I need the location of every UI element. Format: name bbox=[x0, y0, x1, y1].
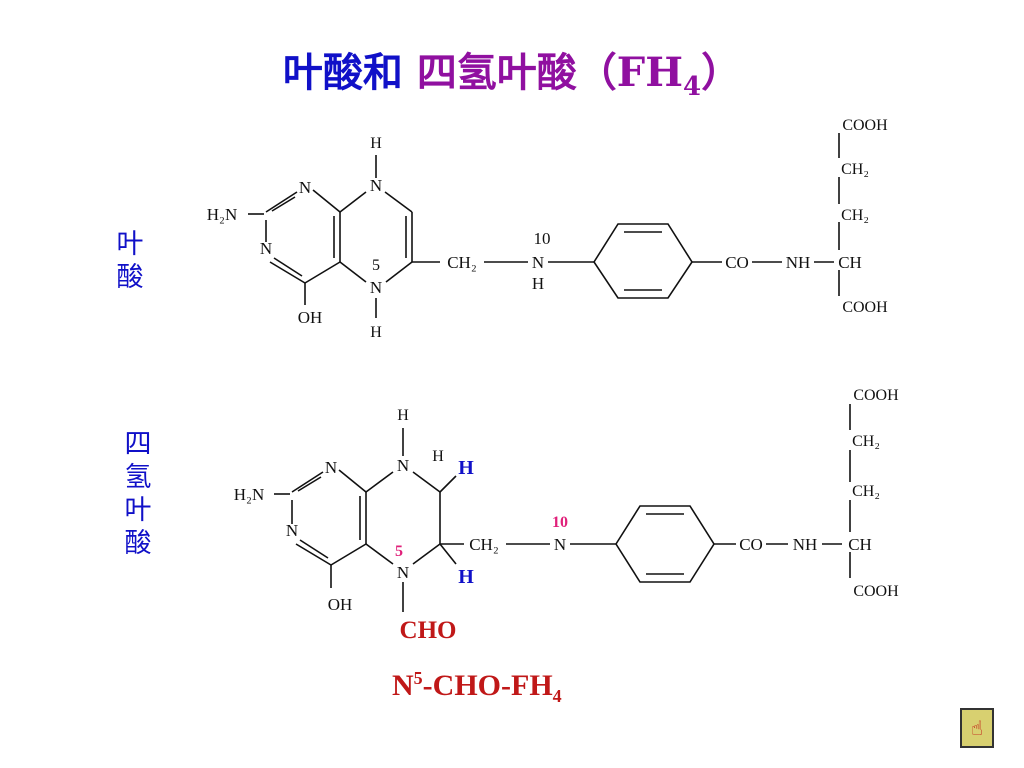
title-part-thf: 四氢叶酸（FH bbox=[416, 49, 684, 96]
atom-n5: N bbox=[370, 278, 382, 297]
group-cooh: COOH bbox=[842, 117, 888, 134]
thf-label-char: 叶 bbox=[124, 495, 152, 526]
group-cho: CHO bbox=[400, 617, 457, 644]
group-nh: NH bbox=[786, 253, 811, 272]
thf-atoms: H N H H N H₂N N 5 N 10 CH₂ N H OH CHO CO… bbox=[234, 387, 899, 644]
thf-label-char: 酸 bbox=[124, 528, 152, 559]
atom-n: N bbox=[286, 521, 298, 540]
group-ch2: CH₂ bbox=[447, 253, 477, 272]
n5-cho-fh4-formula: N5-CHO-FH4 bbox=[392, 668, 562, 707]
hand-pointer-glyph: ☝ bbox=[970, 716, 984, 740]
folic-acid-label: 叶 酸 bbox=[110, 228, 150, 294]
atom-n: N bbox=[260, 239, 272, 258]
group-co: CO bbox=[725, 253, 749, 272]
atom-n: N bbox=[397, 456, 409, 475]
atom-h: H bbox=[370, 324, 382, 341]
thf-bonds bbox=[274, 404, 851, 612]
atom-h-highlight: H bbox=[458, 457, 474, 479]
atom-h: H bbox=[432, 448, 444, 465]
atom-n10: N bbox=[532, 253, 544, 272]
group-ch: CH bbox=[838, 253, 862, 272]
group-ch2: CH₂ bbox=[852, 483, 880, 500]
atom-n10: N bbox=[554, 535, 566, 554]
folic-acid-bonds bbox=[248, 133, 840, 318]
formula-sub: 4 bbox=[552, 686, 562, 706]
thf-label-char: 氢 bbox=[124, 462, 152, 493]
hand-pointer-icon[interactable]: ☝ bbox=[960, 708, 994, 748]
atom-h: H bbox=[370, 135, 382, 152]
group-ch2: CH₂ bbox=[469, 535, 499, 554]
group-cooh: COOH bbox=[853, 583, 899, 600]
atom-h2n: H₂N bbox=[234, 485, 264, 504]
folic-acid-label-char: 酸 bbox=[116, 262, 144, 293]
group-ch2: CH₂ bbox=[852, 433, 880, 450]
title-subscript: 4 bbox=[683, 72, 702, 102]
thf-label-char: 四 bbox=[124, 429, 152, 460]
page-title: 叶酸和 四氢叶酸（FH4） bbox=[0, 40, 1024, 102]
folic-acid-label-char: 叶 bbox=[116, 229, 144, 260]
atom-oh: OH bbox=[298, 308, 323, 327]
thf-label: 四 氢 叶 酸 bbox=[118, 428, 158, 560]
position-5-label: 5 bbox=[372, 257, 380, 274]
formula-sup: 5 bbox=[413, 668, 423, 688]
group-nh: NH bbox=[793, 535, 818, 554]
group-ch2: CH₂ bbox=[841, 161, 869, 178]
position-10-label: 10 bbox=[552, 514, 568, 531]
formula-n: N bbox=[392, 669, 414, 702]
atom-h: H bbox=[397, 407, 409, 424]
group-cooh: COOH bbox=[842, 299, 888, 316]
atom-h-highlight: H bbox=[458, 566, 474, 588]
atom-h: H bbox=[532, 274, 544, 293]
formula-mid: -CHO-FH bbox=[422, 669, 553, 702]
position-5-label: 5 bbox=[395, 543, 403, 560]
atom-n: N bbox=[325, 458, 337, 477]
atom-n: N bbox=[299, 178, 311, 197]
atom-n5: N bbox=[397, 563, 409, 582]
folic-acid-atoms: H N N H₂N N 5 N H OH CH₂ 10 N H CO NH CH… bbox=[207, 117, 888, 341]
position-10-label: 10 bbox=[534, 229, 551, 248]
group-ch2: CH₂ bbox=[841, 207, 869, 224]
atom-n: N bbox=[370, 176, 382, 195]
title-part-folic: 叶酸和 bbox=[282, 49, 403, 96]
title-close-paren: ） bbox=[701, 49, 742, 96]
atom-oh: OH bbox=[328, 595, 353, 614]
atom-h2n: H₂N bbox=[207, 205, 237, 224]
group-co: CO bbox=[739, 535, 763, 554]
group-ch: CH bbox=[848, 535, 872, 554]
group-cooh: COOH bbox=[853, 387, 899, 404]
